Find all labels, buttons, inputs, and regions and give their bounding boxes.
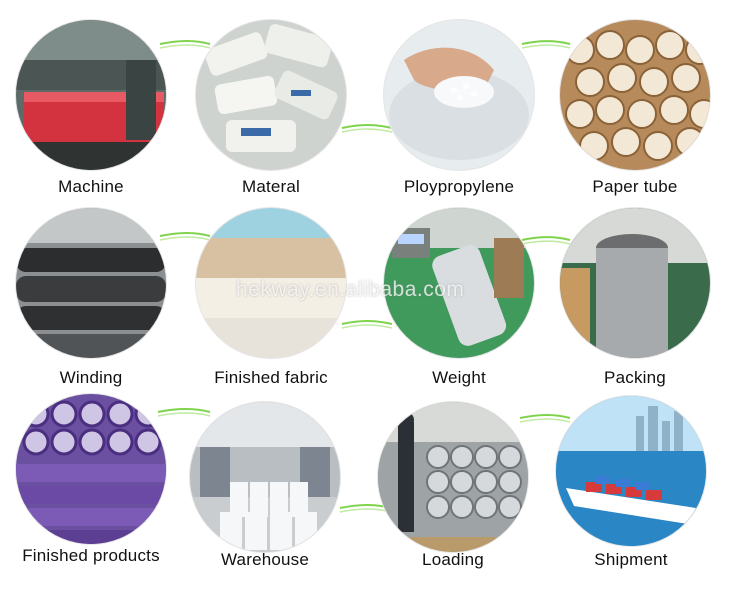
raw-material-bags-photo — [196, 20, 346, 170]
step-finished-fabric: Finished fabric — [196, 208, 346, 408]
step-label: Packing — [604, 368, 666, 387]
step-packing: Packing — [560, 208, 710, 408]
weighing-scale-photo — [384, 208, 534, 358]
step-label: Warehouse — [220, 550, 310, 569]
cargo-ship-photo — [556, 396, 706, 546]
winding-rolls-photo — [16, 208, 166, 358]
step-label: Shipment — [594, 550, 668, 569]
step-label: Materal — [241, 177, 301, 196]
step-warehouse: Warehouse — [190, 402, 340, 602]
purple-fabric-rolls-photo — [16, 394, 166, 544]
step-polypropylene: Ploypropylene — [384, 20, 534, 220]
container-loading-photo — [378, 402, 528, 552]
step-label: Paper tube — [592, 177, 678, 196]
step-label: Loading — [422, 550, 484, 569]
paper-tubes-photo — [560, 20, 710, 170]
step-label: Machine — [58, 177, 124, 196]
polypropylene-pellets-photo — [384, 20, 534, 170]
step-weight: Weight — [384, 208, 534, 408]
step-material: Materal — [196, 20, 346, 220]
packing-roll-photo — [560, 208, 710, 358]
step-loading: Loading — [378, 402, 528, 602]
warehouse-photo — [190, 402, 340, 552]
step-label: Weight — [432, 368, 486, 387]
watermark-text: hekway.en.alibaba.com — [236, 278, 465, 301]
step-label: Winding — [59, 368, 123, 387]
production-machine-photo — [16, 20, 166, 170]
step-label: Ploypropylene — [403, 177, 515, 196]
step-paper-tube: Paper tube — [560, 20, 710, 220]
step-label: Finished fabric — [214, 368, 328, 387]
step-label: Finished products — [22, 546, 160, 565]
step-winding: Winding — [16, 208, 166, 408]
connector-lines — [157, 40, 571, 513]
step-shipment: Shipment — [556, 396, 706, 596]
finished-fabric-rolls-photo — [196, 208, 346, 358]
step-finished-products: Finished products — [16, 394, 166, 594]
process-flow: Machine Materal — [16, 20, 710, 569]
step-machine: Machine — [16, 20, 166, 220]
